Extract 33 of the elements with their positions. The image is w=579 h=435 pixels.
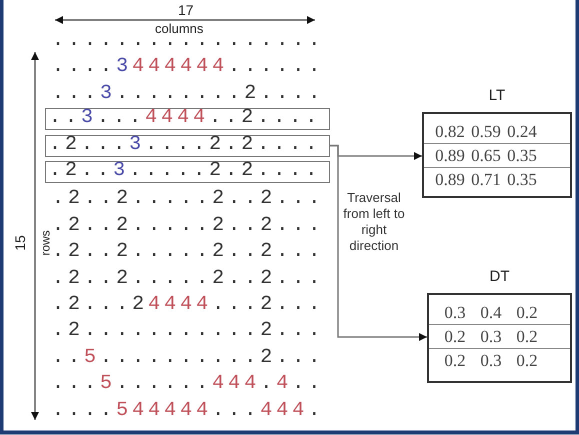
table-cell-text: 0.35 <box>506 170 538 190</box>
grid-row: ...3........2.... <box>52 82 324 105</box>
table-cell-text: 0.2 <box>515 351 539 371</box>
grid-row: .2..3.....2.2.... <box>49 160 322 182</box>
table-cell-text: 0.2 <box>515 327 539 347</box>
table-cell-text: 0.24 <box>506 122 538 142</box>
table-cell-text: 0.71 <box>470 170 502 190</box>
arrow <box>330 144 427 341</box>
table-title: DT <box>488 268 510 285</box>
table-cell-text: 0.89 <box>434 170 466 190</box>
table-cell-text: 0.59 <box>470 122 502 142</box>
table-cell-text: 0.2 <box>515 303 539 323</box>
grid-row: .2..2.....2..2... <box>52 214 324 237</box>
grid-row: .2..2.....2..2... <box>52 241 324 264</box>
table-cell-text: 0.3 <box>443 303 467 323</box>
table-cell-text: 0.2 <box>443 351 467 371</box>
grid-row: .2..2.....2..2... <box>52 188 324 210</box>
grid-row: .2..2.....2..2... <box>52 268 324 290</box>
dimension-label: rows <box>38 230 53 256</box>
table-cell-text: 0.89 <box>434 146 466 166</box>
table-cell-text: 0.82 <box>434 122 466 142</box>
dimension-value: 15 <box>12 235 28 251</box>
grid-row: .2...3....2.2.... <box>49 134 322 156</box>
table-cell-text: 0.4 <box>479 303 503 323</box>
table-cell-text: 0.65 <box>470 146 502 166</box>
table-cell-text: 0.35 <box>506 146 538 166</box>
dimension-value: 17 <box>178 2 194 18</box>
table-cell-text: 0.2 <box>443 327 467 347</box>
table-cell-text: 0.3 <box>479 327 503 347</box>
table-cell-text: 0.3 <box>479 351 503 371</box>
table-title: LT <box>488 87 506 104</box>
grid-row: .2...........2... <box>52 320 324 342</box>
grid-row: ..5..........2... <box>52 346 324 369</box>
